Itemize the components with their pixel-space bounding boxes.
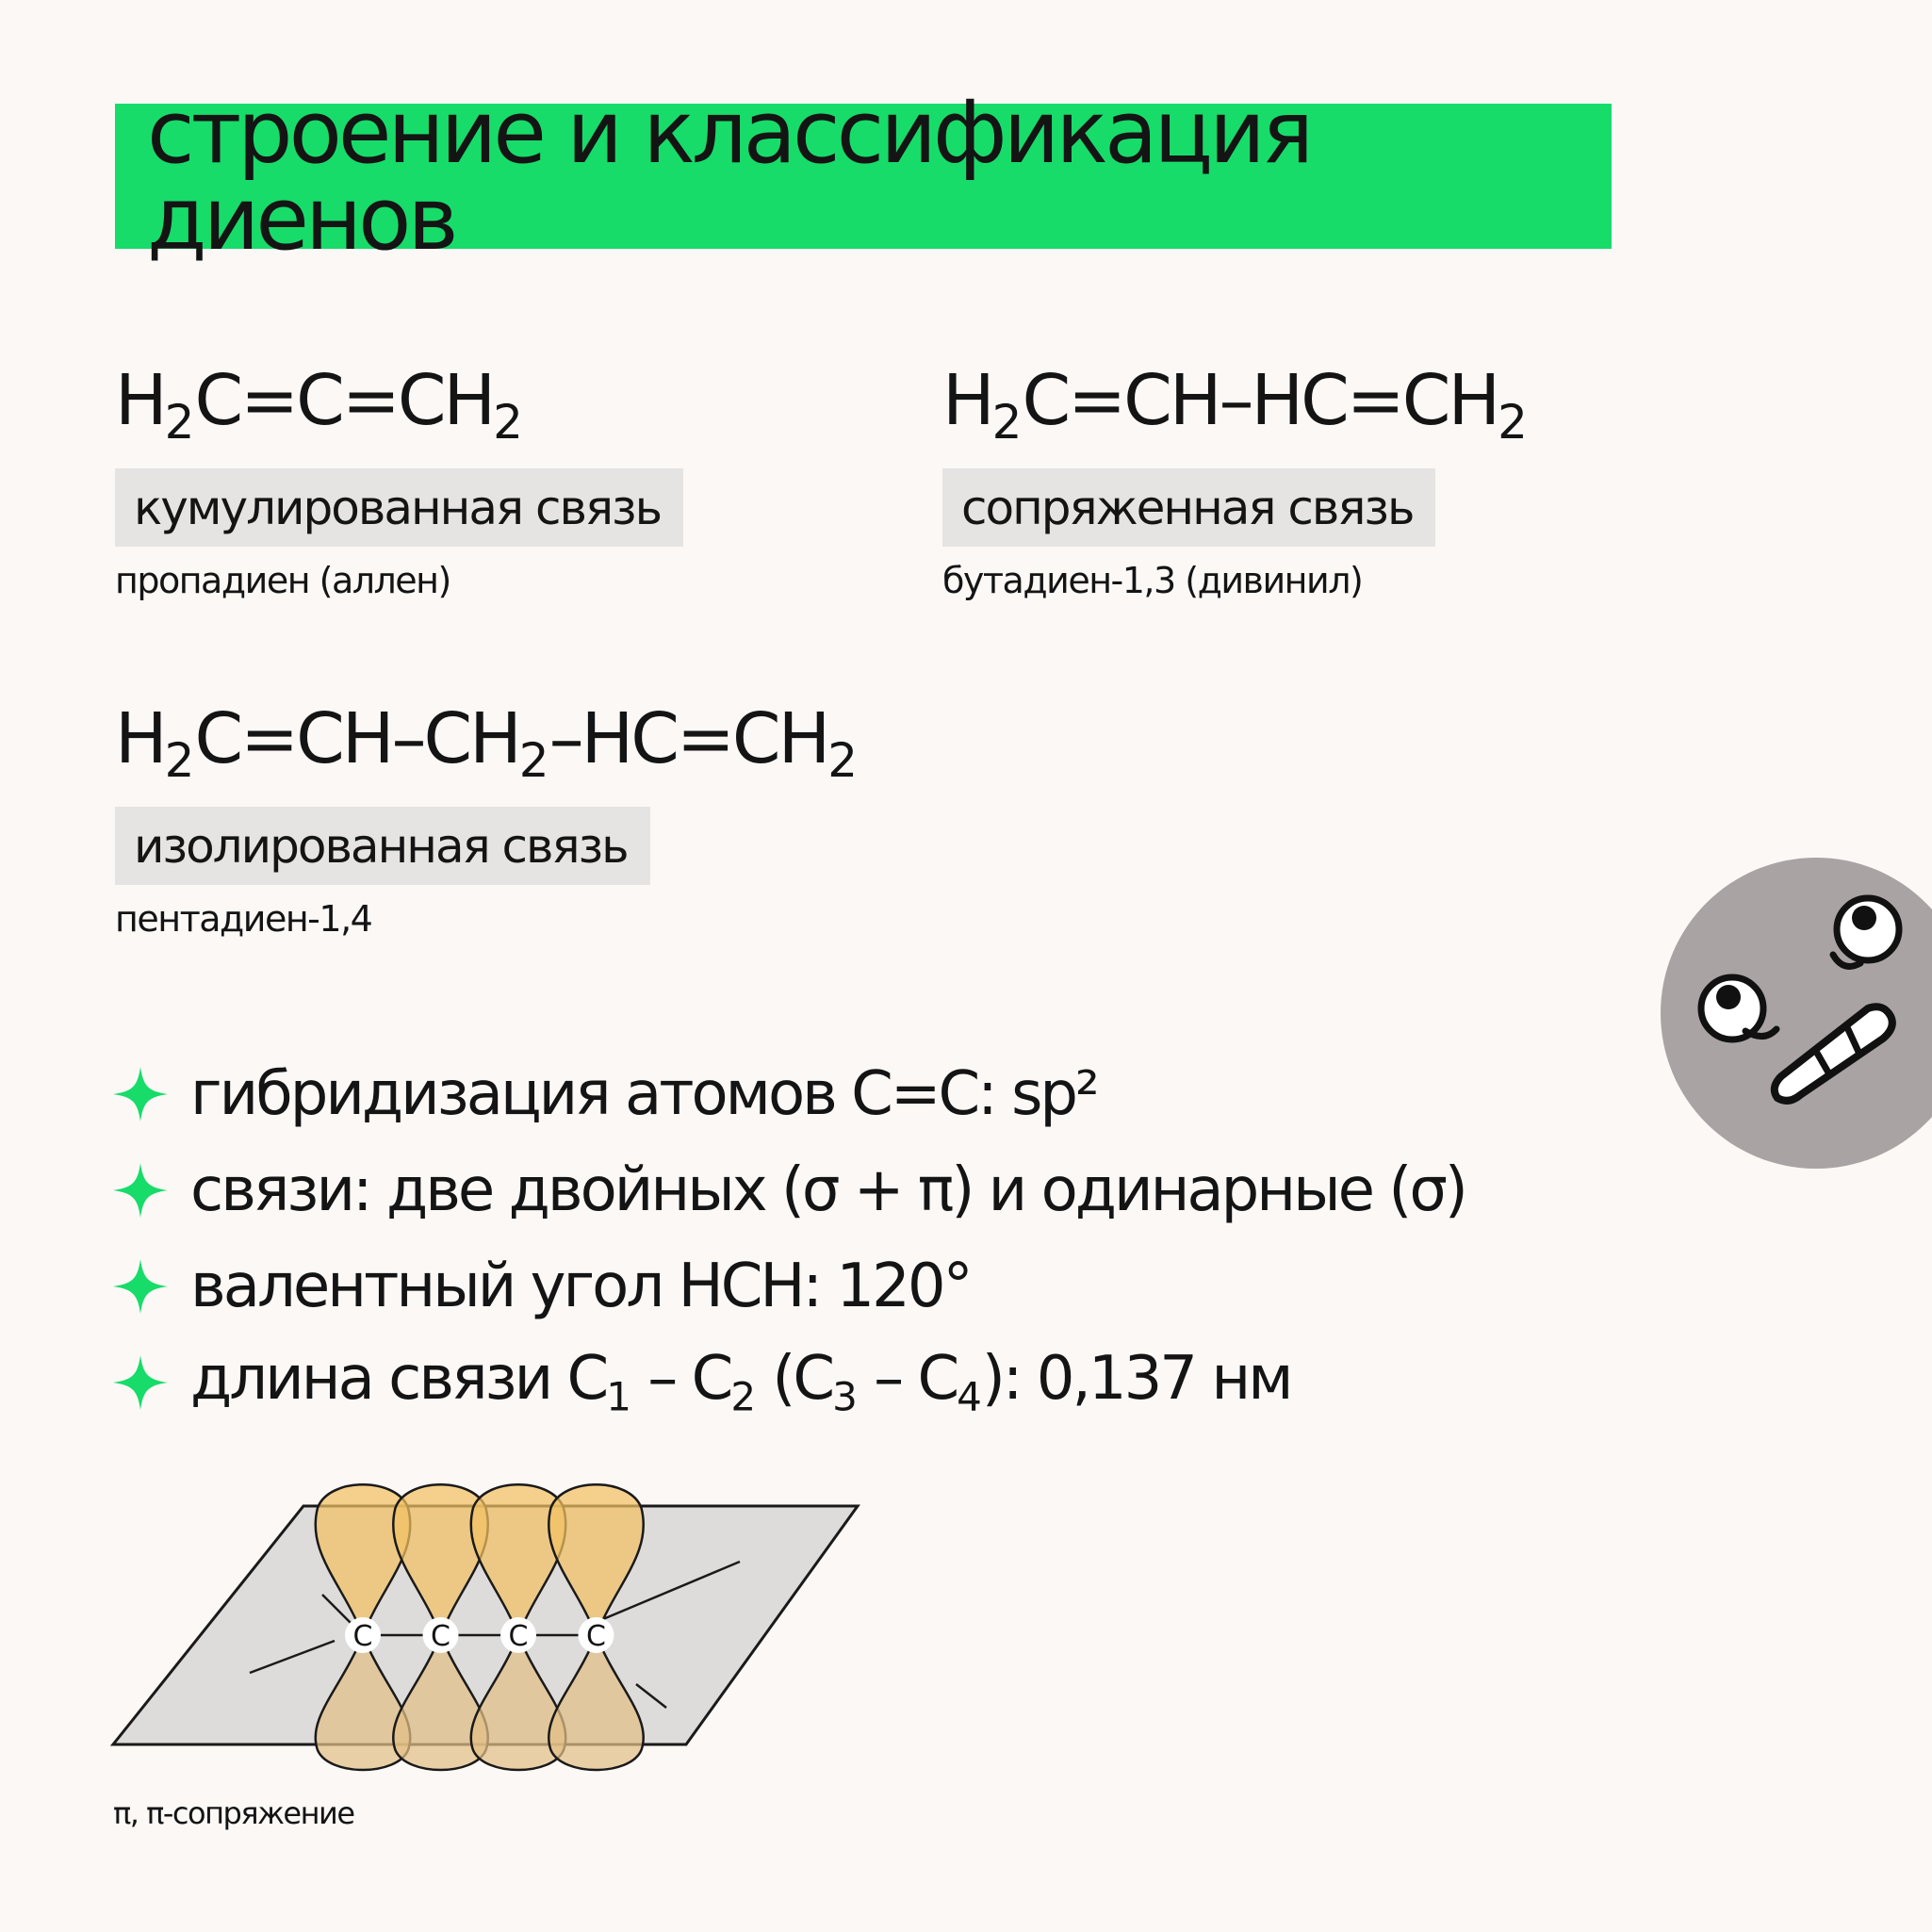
p-orbital-upper-lobe — [548, 1483, 645, 1639]
sparkle-star-icon — [113, 1163, 168, 1218]
subscript: 2 — [1498, 395, 1528, 450]
p-orbital-upper-lobe — [392, 1483, 489, 1639]
carbon-atom-label: C — [509, 1620, 529, 1653]
p-orbital-upper-lobe — [314, 1483, 412, 1639]
subscript: 2 — [164, 733, 195, 788]
subscript: 2 — [164, 395, 195, 450]
subscript: 2 — [730, 1373, 757, 1420]
subscript: 2 — [827, 733, 859, 788]
carbon-atom — [345, 1617, 381, 1653]
subscript: 2 — [518, 733, 549, 788]
formula-propadiene: H2C=C=CH2 — [115, 360, 523, 450]
p-orbital-lower-lobe — [392, 1631, 489, 1772]
p-orbital-lower-lobe — [548, 1631, 645, 1772]
carbon-atom-label: C — [586, 1620, 606, 1653]
sparkle-star-icon — [113, 1067, 168, 1122]
bond-type-tag: сопряженная связь — [942, 468, 1436, 547]
p-orbitals — [314, 1483, 645, 1772]
list-item: связи: две двойных (σ + π) и одинарные (… — [111, 1142, 1468, 1238]
subscript: 4 — [957, 1373, 982, 1420]
facts-list: гибридизация атомов C=C: sp² связи: две … — [111, 1046, 1468, 1431]
p-orbital-upper-lobe — [469, 1483, 567, 1639]
right-eye — [1829, 894, 1903, 970]
fact-text: гибридизация атомов C=C: sp² — [190, 1059, 1100, 1129]
bond-lines — [249, 1560, 741, 1709]
subscript: 2 — [493, 395, 523, 450]
list-item: длина связи C1 – C2 (C3 – C4): 0,137 нм — [111, 1334, 1465, 1431]
fact-text: валентный угол HCH: 120° — [190, 1252, 974, 1321]
carbon-atom — [578, 1617, 614, 1653]
list-item: валентный угол HCH: 120° — [111, 1238, 1465, 1334]
subscript: 2 — [991, 395, 1023, 450]
formula-butadiene: H2C=CH–HC=CH2 — [942, 360, 1528, 450]
p-orbital-lower-lobe — [314, 1631, 412, 1772]
worried-face-icon — [1661, 858, 1932, 1169]
list-item: гибридизация атомов C=C: sp² — [111, 1046, 1465, 1142]
diagram-caption: π, π-сопряжение — [113, 1795, 355, 1831]
sparkle-star-icon — [113, 1259, 168, 1314]
molecular-plane — [109, 1504, 860, 1746]
fact-text: связи: две двойных (σ + π) и одинарные (… — [190, 1155, 1468, 1225]
subscript: 3 — [832, 1373, 858, 1420]
p-orbital-lower-lobe — [469, 1631, 567, 1772]
bond-type-tag: изолированная связь — [115, 807, 650, 885]
carbon-atom-label: C — [353, 1620, 373, 1653]
page-title: строение и классификация диенов — [147, 82, 1314, 270]
compound-name: пропадиен (аллен) — [115, 560, 451, 601]
left-eye — [1697, 974, 1780, 1043]
carbon-atom — [422, 1617, 459, 1653]
subscript: 1 — [606, 1373, 631, 1420]
carbon-atom — [500, 1617, 536, 1653]
title-banner: строение и классификация диенов — [115, 90, 1612, 263]
formula-pentadiene: H2C=CH–CH2–HC=CH2 — [115, 698, 859, 788]
teeth-mouth — [1770, 1003, 1896, 1105]
compound-name: пентадиен-1,4 — [115, 898, 373, 940]
compound-name: бутадиен-1,3 (дивинил) — [942, 560, 1364, 601]
bond-type-tag: кумулированная связь — [115, 468, 684, 547]
sparkle-star-icon — [113, 1355, 168, 1410]
carbon-atom-label: C — [431, 1620, 450, 1653]
fact-text: длина связи C1 – C2 (C3 – C4): 0,137 нм — [190, 1343, 1293, 1420]
